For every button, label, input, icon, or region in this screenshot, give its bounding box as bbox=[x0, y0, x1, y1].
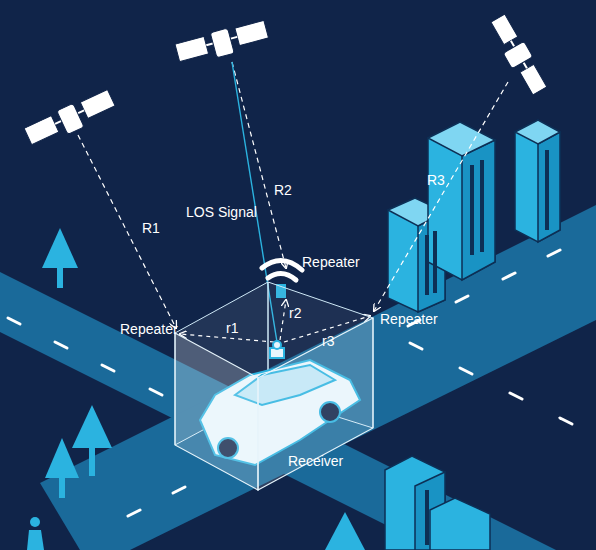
receiver-cube: Receiver bbox=[176, 440, 372, 490]
signal-name: R1 bbox=[142, 220, 160, 236]
signal-name: R2 bbox=[274, 182, 292, 198]
road bbox=[40, 205, 596, 550]
satellite bbox=[23, 88, 117, 150]
link-name: r3 bbox=[322, 333, 334, 349]
windows bbox=[425, 150, 549, 545]
person bbox=[27, 517, 44, 550]
link-name: r2 bbox=[289, 305, 301, 321]
receiver-label: Receiver bbox=[288, 453, 343, 469]
repeater-label: Repeater bbox=[380, 311, 438, 327]
buildings bbox=[385, 120, 560, 550]
cube-front bbox=[175, 333, 258, 490]
link-name: r1 bbox=[226, 320, 238, 336]
signal-name: LOS Signal bbox=[186, 204, 257, 220]
signal-name: R3 bbox=[427, 172, 445, 188]
satellite bbox=[174, 19, 270, 68]
repeater-label: Repeater bbox=[302, 254, 360, 270]
repeater-label: Repeater bbox=[120, 321, 178, 337]
road-dashes bbox=[8, 250, 572, 516]
cube-front bbox=[258, 318, 373, 490]
satellite bbox=[487, 13, 550, 98]
